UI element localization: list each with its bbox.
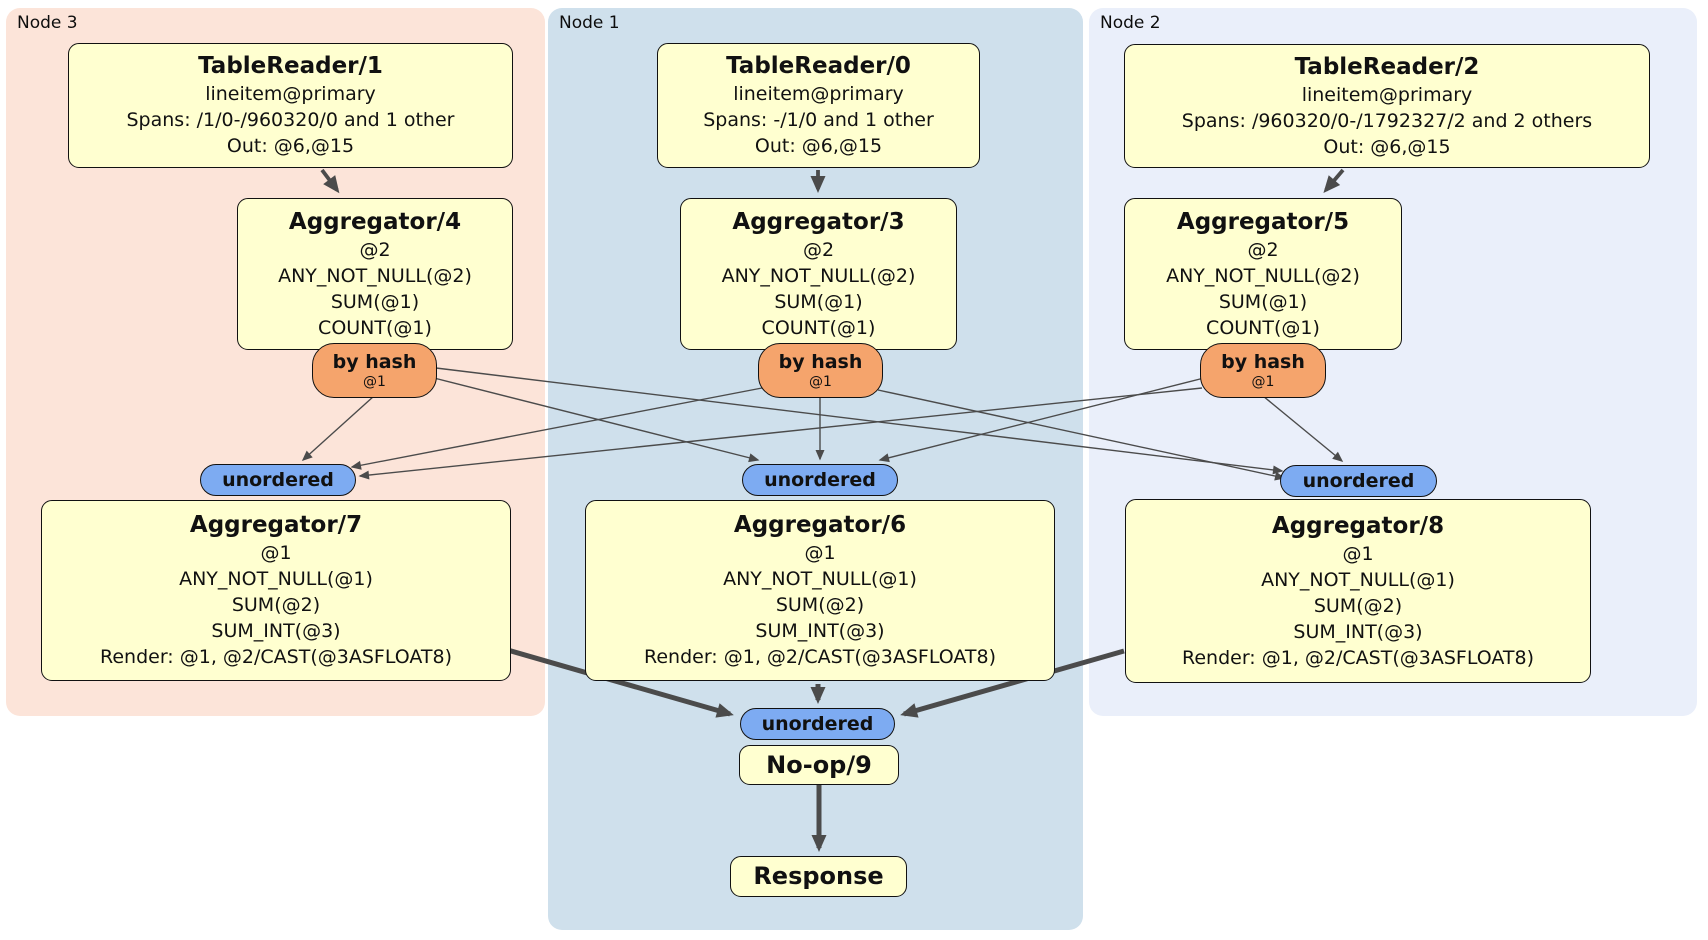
response-box: Response <box>730 856 907 897</box>
box-line: SUM(@2) <box>1313 594 1403 617</box>
box-line: Spans: /960320/0-/1792327/2 and 2 others <box>1181 109 1593 132</box>
box-line: @2 <box>802 238 835 261</box>
processor-title: Response <box>753 862 884 890</box>
box-line: Out: @6,@15 <box>226 135 355 157</box>
processor-title: Aggregator/7 <box>189 512 363 538</box>
by-hash-router-node3: by hash @1 <box>312 343 437 398</box>
box-line: Render: @1, @2/CAST(@3ASFLOAT8) <box>100 646 452 668</box>
processor-title: TableReader/0 <box>726 53 911 79</box>
box-line: Spans: /1/0-/960320/0 and 1 other <box>126 109 455 131</box>
processor-title: No-op/9 <box>766 750 872 779</box>
processor-title: Aggregator/4 <box>288 208 462 235</box>
sync-label: unordered <box>764 469 876 491</box>
node-region-3-label: Node 3 <box>17 13 78 33</box>
box-line: @1 <box>1342 542 1374 565</box>
box-line: Render: @1, @2/CAST(@3ASFLOAT8) <box>644 646 996 668</box>
box-line: SUM(@1) <box>1218 290 1308 313</box>
box-line: lineitem@primary <box>205 83 376 105</box>
box-line: ANY_NOT_NULL(@1) <box>179 568 373 590</box>
box-line: @1 <box>804 542 836 564</box>
box-line: ANY_NOT_NULL(@1) <box>723 568 917 590</box>
unordered-sync-node3: unordered <box>200 464 356 496</box>
sync-label: unordered <box>1302 470 1415 492</box>
box-line: SUM_INT(@3) <box>755 620 885 642</box>
unordered-sync-node1: unordered <box>742 464 898 496</box>
processor-title: TableReader/1 <box>198 53 383 79</box>
box-line: Out: @6,@15 <box>1323 135 1451 158</box>
processor-title: Aggregator/6 <box>733 512 907 538</box>
unordered-sync-final: unordered <box>740 708 895 740</box>
box-line: Spans: -/1/0 and 1 other <box>703 109 934 131</box>
box-line: @1 <box>260 542 292 564</box>
router-label: by hash <box>778 350 863 373</box>
processor-title: Aggregator/5 <box>1176 208 1350 235</box>
box-line: @2 <box>1247 238 1279 261</box>
box-line: Out: @6,@15 <box>754 135 883 157</box>
sync-label: unordered <box>761 713 874 735</box>
router-hash-columns: @1 <box>363 373 386 390</box>
box-line: lineitem@primary <box>733 83 904 105</box>
box-line: lineitem@primary <box>1301 83 1473 106</box>
router-hash-columns: @1 <box>809 373 832 390</box>
box-line: ANY_NOT_NULL(@2) <box>721 264 916 287</box>
node-region-2-label: Node 2 <box>1100 13 1161 33</box>
unordered-sync-node2: unordered <box>1280 465 1437 497</box>
box-line: SUM_INT(@3) <box>211 620 341 642</box>
router-label: by hash <box>1221 350 1305 373</box>
processor-title: Aggregator/8 <box>1271 512 1445 539</box>
router-label: by hash <box>332 350 417 373</box>
box-line: SUM_INT(@3) <box>1293 620 1423 643</box>
box-line: ANY_NOT_NULL(@1) <box>1261 568 1455 591</box>
box-line: SUM(@1) <box>330 290 420 313</box>
box-line: @2 <box>359 238 391 261</box>
box-line: ANY_NOT_NULL(@2) <box>278 264 472 287</box>
box-line: SUM(@2) <box>775 594 865 616</box>
box-line: ANY_NOT_NULL(@2) <box>1166 264 1360 287</box>
by-hash-router-node2: by hash @1 <box>1200 343 1326 398</box>
processor-title: TableReader/2 <box>1294 53 1480 80</box>
node-region-1-label: Node 1 <box>559 13 620 33</box>
by-hash-router-node1: by hash @1 <box>758 343 883 398</box>
processor-title: Aggregator/3 <box>732 208 905 235</box>
router-hash-columns: @1 <box>1251 373 1275 390</box>
box-line: Render: @1, @2/CAST(@3ASFLOAT8) <box>1182 646 1534 669</box>
noop-9-box: No-op/9 <box>739 745 899 785</box>
box-line: COUNT(@1) <box>761 316 876 339</box>
box-line: SUM(@2) <box>231 594 321 616</box>
box-line: COUNT(@1) <box>318 316 432 339</box>
sync-label: unordered <box>222 469 334 491</box>
box-line: SUM(@1) <box>774 290 863 313</box>
box-line: COUNT(@1) <box>1206 316 1320 339</box>
